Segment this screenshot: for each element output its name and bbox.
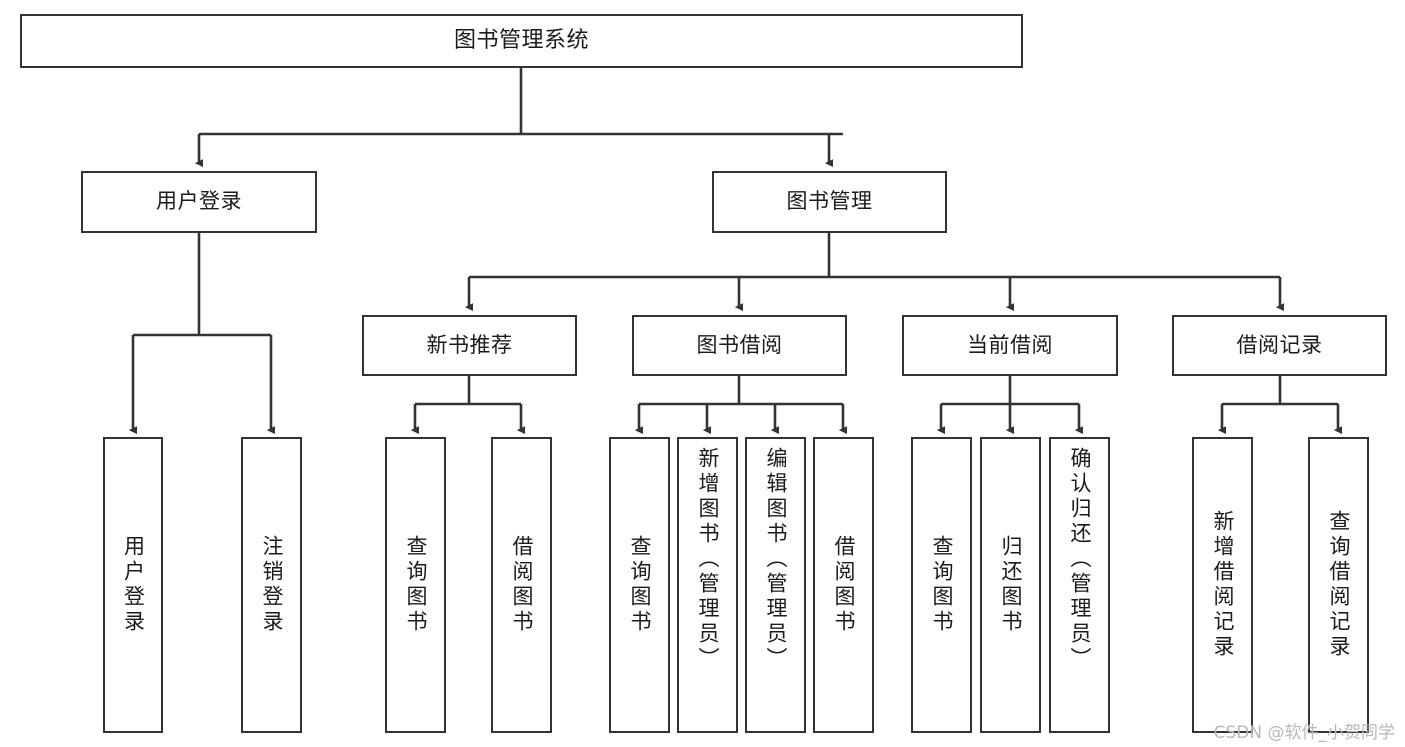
leaf-query-borrow-record[interactable]: 查询借阅记录 <box>1308 437 1369 733</box>
node-label: 当前借阅 <box>967 332 1053 357</box>
node-user-login[interactable]: 用户登录 <box>81 171 317 233</box>
leaf-query-book-recommend[interactable]: 查询图书 <box>385 437 446 733</box>
node-label: 借阅图书 <box>510 535 534 635</box>
node-label: 图书管理 <box>786 189 873 214</box>
node-label: 编辑图书（管理员） <box>764 447 788 672</box>
node-label: 新书推荐 <box>426 332 513 357</box>
leaf-user-login[interactable]: 用户登录 <box>103 437 163 733</box>
node-root-system[interactable]: 图书管理系统 <box>20 14 1023 68</box>
node-current-borrow[interactable]: 当前借阅 <box>902 315 1118 376</box>
leaf-add-borrow-record[interactable]: 新增借阅记录 <box>1192 437 1253 733</box>
node-borrow-record[interactable]: 借阅记录 <box>1172 315 1387 376</box>
watermark-text: CSDN @软件_小贺同学 <box>1213 723 1395 743</box>
node-label: 借阅记录 <box>1236 332 1323 357</box>
node-label: 用户登录 <box>121 535 146 635</box>
node-new-book-recommend[interactable]: 新书推荐 <box>362 315 577 376</box>
node-label: 查询图书 <box>404 535 428 635</box>
node-label: 用户登录 <box>156 189 242 214</box>
node-book-manage[interactable]: 图书管理 <box>712 171 947 233</box>
node-label: 新增借阅记录 <box>1211 510 1235 660</box>
node-book-borrow[interactable]: 图书借阅 <box>632 315 847 376</box>
node-label: 注销登录 <box>260 535 284 635</box>
leaf-return-book[interactable]: 归还图书 <box>980 437 1041 733</box>
leaf-query-book-current[interactable]: 查询图书 <box>911 437 972 733</box>
leaf-query-book-borrow[interactable]: 查询图书 <box>609 437 670 733</box>
node-label: 确认归还（管理员） <box>1068 447 1092 672</box>
leaf-edit-book-admin[interactable]: 编辑图书（管理员） <box>745 437 806 733</box>
leaf-borrow-book-recommend[interactable]: 借阅图书 <box>491 437 552 733</box>
leaf-add-book-admin[interactable]: 新增图书（管理员） <box>677 437 738 733</box>
leaf-user-logout[interactable]: 注销登录 <box>241 437 302 733</box>
node-label: 新增图书（管理员） <box>696 447 720 672</box>
node-label: 图书管理系统 <box>453 27 589 53</box>
leaf-borrow-book[interactable]: 借阅图书 <box>813 437 874 733</box>
node-label: 借阅图书 <box>832 535 856 635</box>
leaf-confirm-return-admin[interactable]: 确认归还（管理员） <box>1049 437 1110 733</box>
node-label: 查询图书 <box>930 535 954 635</box>
node-label: 图书借阅 <box>696 332 783 357</box>
node-label: 查询图书 <box>628 535 652 635</box>
node-label: 归还图书 <box>999 535 1023 635</box>
node-label: 查询借阅记录 <box>1327 510 1351 660</box>
